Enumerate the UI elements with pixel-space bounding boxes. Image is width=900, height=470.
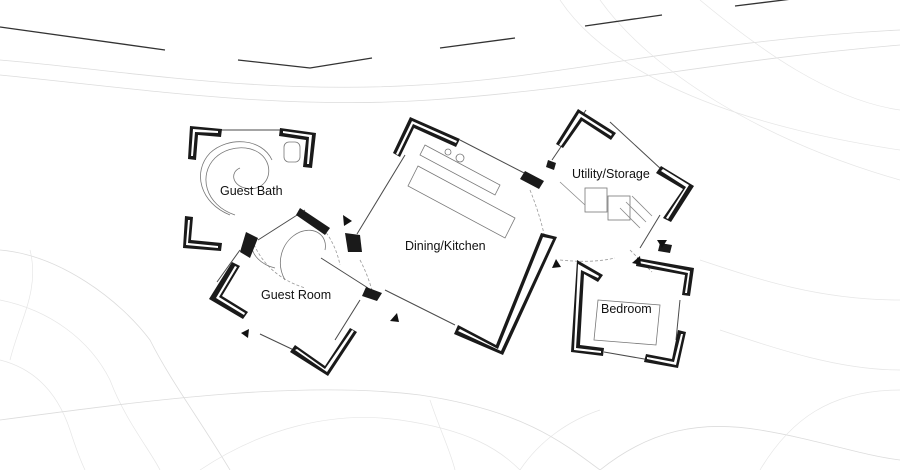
room-label-utility-storage: Utility/Storage — [572, 167, 650, 181]
room-label-guest-bath: Guest Bath — [220, 184, 283, 198]
entry-arrow-guest-bath — [343, 215, 352, 226]
entry-arrow-dining-east — [552, 259, 561, 268]
entry-arrow-dining-south — [390, 313, 399, 322]
room-label-dining-kitchen: Dining/Kitchen — [405, 239, 486, 253]
entry-arrow-guest-room — [241, 329, 249, 338]
fixtures — [200, 141, 661, 346]
room-label-bedroom: Bedroom — [601, 302, 652, 316]
wall-cores — [186, 113, 690, 372]
glazing-lines — [216, 109, 681, 361]
entry-arrow-bedroom — [632, 256, 641, 265]
entry-arrow-utility — [657, 240, 667, 248]
coastline — [0, 0, 790, 69]
room-label-guest-room: Guest Room — [261, 288, 332, 302]
entry-arrows — [241, 215, 667, 338]
